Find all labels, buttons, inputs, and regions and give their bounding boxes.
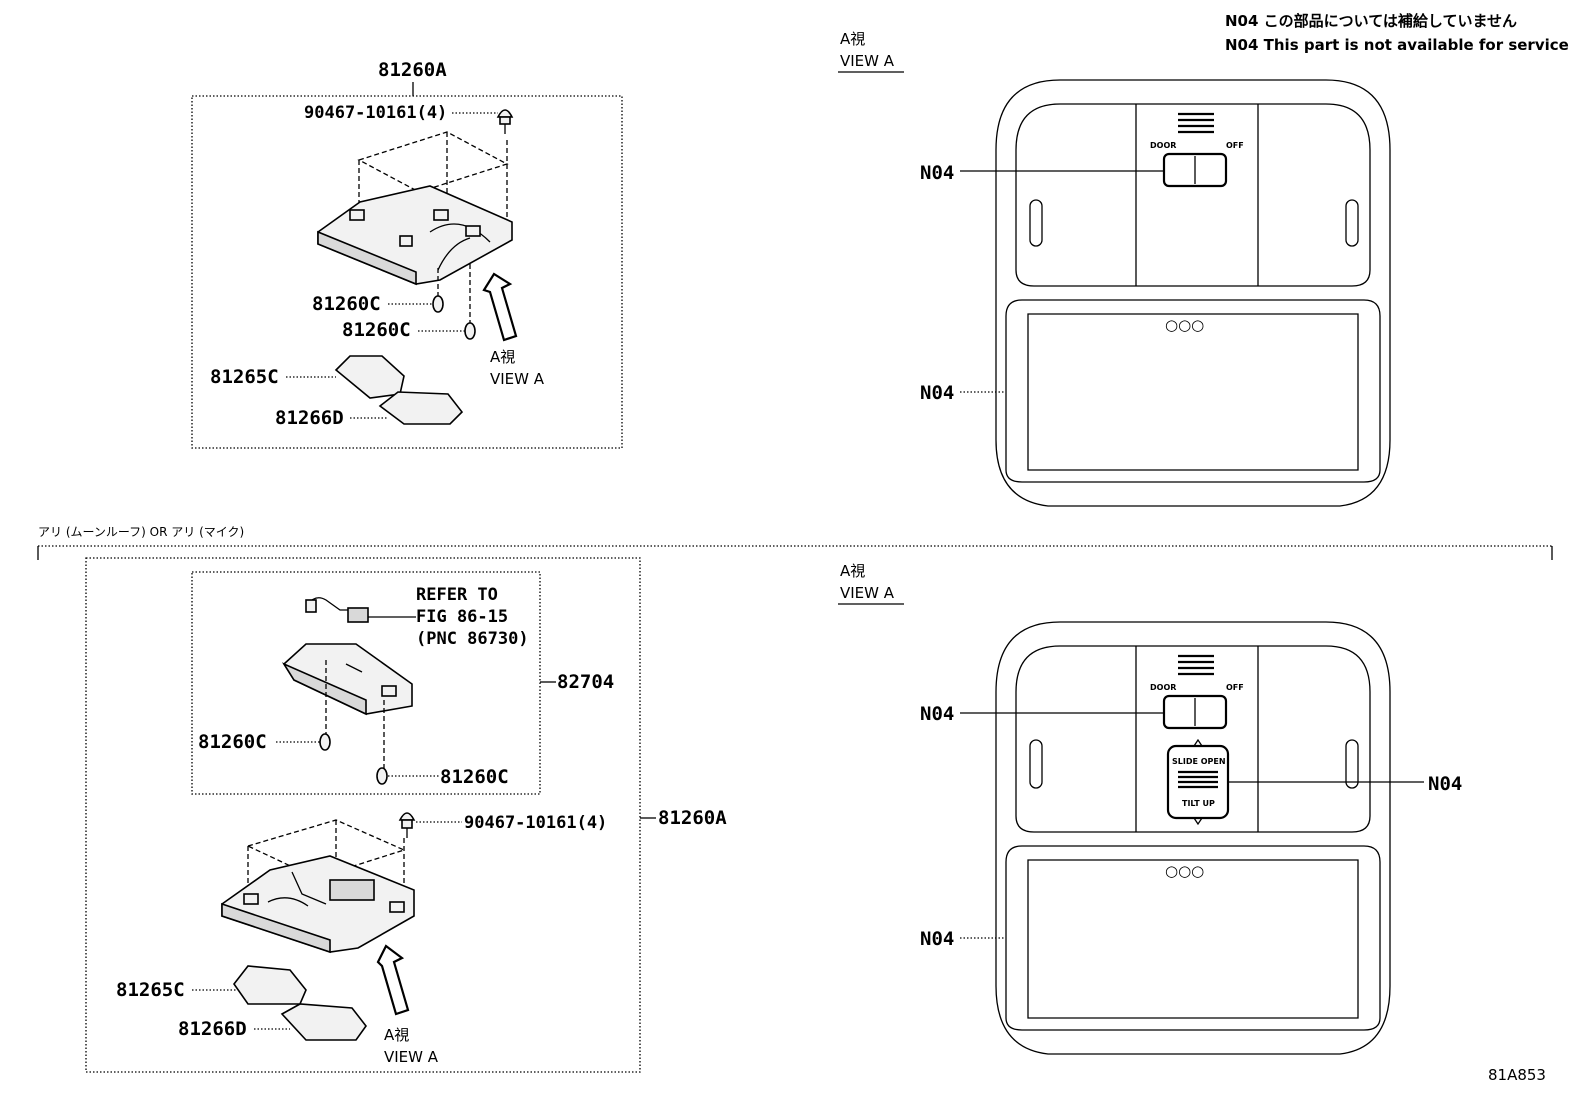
ll-view-arrow bbox=[376, 944, 410, 1016]
ur-view-en: VIEW A bbox=[840, 52, 895, 70]
note-jp: N04 この部品については補給していません bbox=[1225, 12, 1517, 30]
figure-id: 81A853 bbox=[1488, 1066, 1546, 1084]
ul-view-arrow bbox=[482, 272, 518, 342]
lr-roof-switch-label[interactable]: N04 bbox=[1428, 773, 1462, 795]
condition-label: アリ (ムーンルーフ) OR アリ (マイク) bbox=[38, 525, 244, 539]
ur-vent-icon bbox=[1178, 112, 1214, 134]
ll-lens-1-label[interactable]: 81265C bbox=[116, 979, 185, 1001]
ll-bulb-1-icon bbox=[319, 733, 331, 751]
ll-refer-line1: REFER TO bbox=[416, 585, 498, 605]
ll-bulb-2-icon bbox=[376, 767, 388, 785]
lr-roof-top-text: SLIDE OPEN bbox=[1172, 757, 1226, 766]
ll-lens-2-label[interactable]: 81266D bbox=[178, 1018, 247, 1040]
ur-door-switch[interactable] bbox=[1162, 152, 1228, 188]
ll-refer-line2[interactable]: FIG 86-15 bbox=[416, 607, 508, 627]
ur-view-jp: A視 bbox=[840, 30, 865, 48]
ul-assembly-frame bbox=[191, 95, 623, 449]
ll-sub-frame bbox=[191, 571, 541, 795]
ul-view-en: VIEW A bbox=[490, 370, 545, 388]
ll-bulb-1-label[interactable]: 81260C bbox=[198, 731, 267, 753]
ul-bulb-2-icon bbox=[464, 322, 476, 340]
ll-screw-label[interactable]: 90467-10161(4) bbox=[464, 813, 607, 833]
ur-switch-label[interactable]: N04 bbox=[920, 162, 954, 184]
lr-console-illustration bbox=[995, 621, 1391, 1055]
lr-lens-label[interactable]: N04 bbox=[920, 928, 954, 950]
ll-bulb-2-label[interactable]: 81260C bbox=[440, 766, 509, 788]
ll-refer-line3: (PNC 86730) bbox=[416, 629, 529, 649]
ul-screw-icon bbox=[496, 109, 514, 134]
ul-bulb-1-icon bbox=[432, 295, 444, 313]
ll-screw-icon bbox=[398, 812, 416, 838]
ll-lens-2-icon bbox=[280, 1003, 367, 1041]
ll-sub-assembly-label[interactable]: 82704 bbox=[557, 671, 614, 693]
ur-switch-left-text: DOOR bbox=[1150, 141, 1176, 150]
ul-view-jp: A視 bbox=[490, 348, 515, 366]
lr-switch-label[interactable]: N04 bbox=[920, 703, 954, 725]
lr-view-jp: A視 bbox=[840, 562, 865, 580]
ll-lens-1-icon bbox=[233, 965, 307, 1005]
ul-housing-illustration bbox=[317, 185, 513, 286]
ul-lens-1-label[interactable]: 81265C bbox=[210, 366, 279, 388]
lr-switch-right-text: OFF bbox=[1226, 683, 1244, 692]
ll-mic-unit-illustration bbox=[281, 643, 413, 716]
ul-assembly-label[interactable]: 81260A bbox=[378, 59, 447, 81]
lr-switch-left-text: DOOR bbox=[1150, 683, 1176, 692]
ll-assembly-frame bbox=[85, 557, 641, 1073]
ll-connector-illustration bbox=[305, 597, 369, 623]
ul-guide-box bbox=[357, 131, 509, 193]
lr-dots: ○○○ bbox=[1165, 862, 1204, 880]
ll-housing-illustration bbox=[221, 855, 415, 954]
ll-view-jp: A視 bbox=[384, 1026, 409, 1044]
ul-screw-label[interactable]: 90467-10161(4) bbox=[304, 103, 447, 123]
ur-dots: ○○○ bbox=[1165, 316, 1204, 334]
lr-door-switch[interactable] bbox=[1162, 694, 1228, 730]
ul-bulb-1-label[interactable]: 81260C bbox=[312, 293, 381, 315]
ll-view-en: VIEW A bbox=[384, 1048, 439, 1066]
lr-vent-icon bbox=[1178, 654, 1214, 676]
ul-lens-2-label[interactable]: 81266D bbox=[275, 407, 344, 429]
note-en: N04 This part is not available for servi… bbox=[1225, 36, 1569, 54]
ul-bulb-2-label[interactable]: 81260C bbox=[342, 319, 411, 341]
ul-lens-2-icon bbox=[378, 391, 464, 425]
ll-assembly-label[interactable]: 81260A bbox=[658, 807, 727, 829]
ul-lens-1-icon bbox=[334, 355, 405, 399]
ur-switch-right-text: OFF bbox=[1226, 141, 1244, 150]
lr-roof-bottom-text: TILT UP bbox=[1182, 799, 1215, 808]
ur-console-illustration bbox=[995, 79, 1391, 507]
lr-view-en: VIEW A bbox=[840, 584, 895, 602]
ur-lens-label[interactable]: N04 bbox=[920, 382, 954, 404]
